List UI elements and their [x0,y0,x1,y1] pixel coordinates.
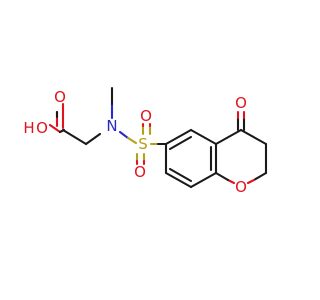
bond-ring-5-inner [168,167,193,183]
atom-nitrogen: N [106,117,117,135]
bond-n-s-s [126,136,138,145]
bond-pyr-4 [252,171,268,182]
bond-ring-1-inner [168,135,193,151]
atom-ketone-o: O [235,94,247,112]
bond-n-s-n [118,130,130,140]
atom-labels: O O H N S O O O O [23,88,247,196]
atom-hydroxyl-o: O [36,119,48,137]
bond-pyr-2 [239,128,268,146]
bond-ch2-n [84,132,102,146]
bond-pyr-1 [214,128,243,146]
bond-ho-c [48,123,62,134]
atom-sulfonyl-o-top: O [140,107,152,125]
molecule-diagram: O O H N S O O O O [23,86,268,196]
bond-ring-4 [189,171,218,189]
atom-sulfonyl-o-bottom: O [134,163,146,181]
bond-ring-1 [164,128,193,146]
atom-acid-carbonyl-o: O [54,88,66,106]
bond-pyr-5 [214,171,230,182]
bond-c-ch2 [61,128,88,146]
bonds [48,86,268,189]
structure-svg: O O H N S O O O O [23,86,268,196]
bond-pyr-4-o [246,178,256,185]
bond-pyr-5-o [226,178,236,185]
bond-ring-2 [189,128,218,146]
atom-sulfur: S [138,135,148,153]
atom-ring-o: O [235,178,247,196]
bond-ring-5 [164,171,193,189]
atom-hydroxyl-h: H [23,119,34,137]
